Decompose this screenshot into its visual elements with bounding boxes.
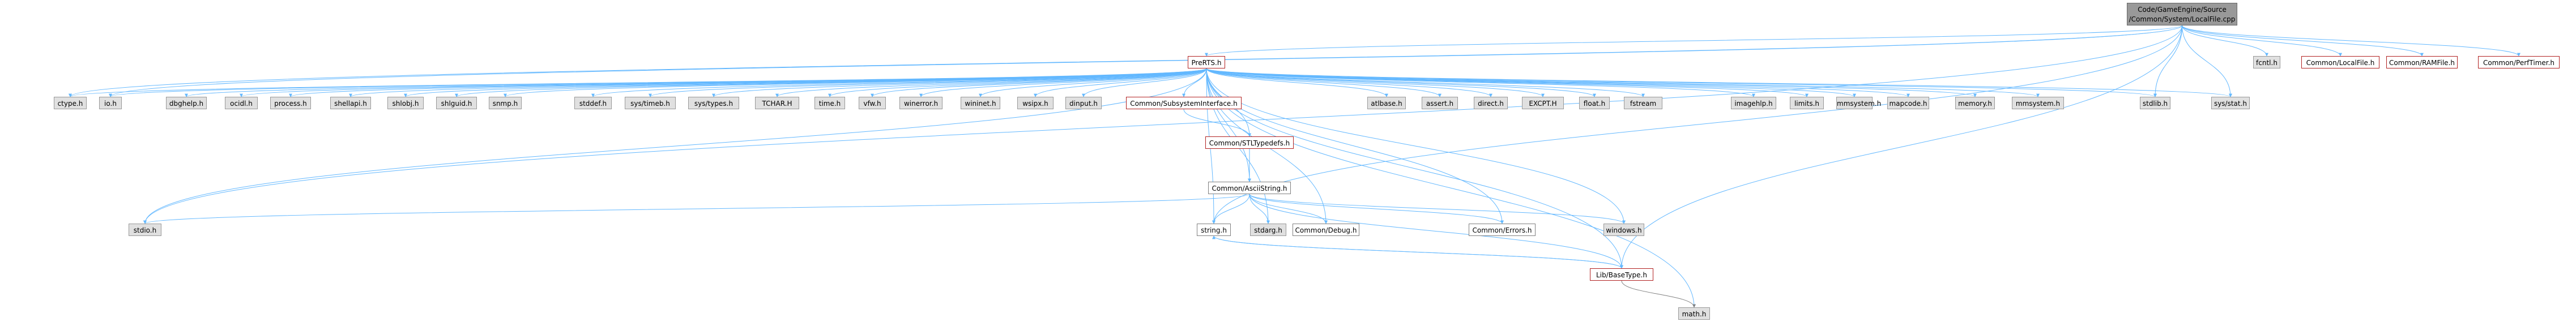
node-fcntl-h[interactable]: fcntl.h	[2253, 56, 2280, 68]
edge-prerts-h-to-atlbase-h	[1206, 68, 1388, 97]
edge-common-asciistring-h-to-lib-basetype-h	[1249, 194, 1623, 269]
node-memory-h[interactable]: memory.h	[1955, 97, 1995, 109]
edge-common-asciistring-h-to-string-h	[1212, 194, 1250, 224]
edge-string-h-to-lib-basetype-h	[1213, 235, 1623, 269]
edge-prerts-h-to-assert-h	[1206, 68, 1441, 97]
edge-common-asciistring-h-to-common-debug-h	[1249, 194, 1328, 224]
edge-prerts-h-to-mmsystem2-h	[1206, 68, 2040, 97]
edge-common-asciistring-h-to-stdarg-h	[1249, 194, 1270, 224]
edge-prerts-h-to-sys-stat-h	[1206, 68, 2232, 97]
edge-prerts-h-to-tchar-h	[775, 68, 1207, 97]
edge-common-subsysteminterface-h-to-common-stltypedefs-h	[1183, 109, 1251, 137]
node-snmp-h[interactable]: snmp.h	[489, 97, 522, 109]
node-common-ramfile-h[interactable]: Common/RAMFile.h	[2386, 56, 2458, 68]
node-shlguid-h[interactable]: shlguid.h	[436, 97, 477, 109]
edge-root-localfile-cpp-to-lib-basetype-h	[1620, 25, 2182, 269]
node-time-h[interactable]: time.h	[814, 97, 845, 109]
node-mmsystem2-h[interactable]: mmsystem.h	[2012, 97, 2064, 109]
edge-prerts-h-to-winerror-h	[919, 68, 1207, 97]
node-math-h[interactable]: math.h	[1678, 307, 1710, 320]
edge-prerts-h-to-shellapi-h	[349, 68, 1207, 97]
edge-prerts-h-to-shlobj-h	[404, 68, 1207, 97]
node-ocidl-h[interactable]: ocidl.h	[225, 97, 258, 109]
node-mapcode-h[interactable]: mapcode.h	[1887, 97, 1929, 109]
edge-prerts-h-to-sys-timeb-h	[649, 68, 1207, 97]
edge-prerts-h-to-wininet-h	[979, 68, 1207, 97]
edge-prerts-h-to-wsipx-h	[1034, 68, 1207, 97]
node-common-subsysteminterface-h[interactable]: Common/SubsystemInterface.h	[1126, 97, 1242, 109]
node-shlobj-h[interactable]: shlobj.h	[387, 97, 424, 109]
node-mmsystem-h[interactable]: mmsystem.h	[1836, 97, 1881, 109]
node-sys-stat-h[interactable]: sys/stat.h	[2211, 97, 2250, 109]
edge-prerts-h-to-vfw-h	[871, 68, 1207, 97]
node-limits-h[interactable]: limits.h	[1790, 97, 1824, 109]
node-wininet-h[interactable]: wininet.h	[961, 97, 1000, 109]
node-assert-h[interactable]: assert.h	[1422, 97, 1458, 109]
node-vfw-h[interactable]: vfw.h	[859, 97, 886, 109]
edge-prerts-h-to-mapcode-h	[1206, 68, 1910, 97]
edge-root-localfile-cpp-to-prerts-h	[1205, 25, 2182, 57]
node-dbghelp-h[interactable]: dbghelp.h	[166, 97, 207, 109]
edge-root-localfile-cpp-to-common-localfile-h	[2182, 25, 2342, 57]
edge-root-localfile-cpp-to-string-h	[1212, 25, 2182, 224]
node-stdio-h[interactable]: stdio.h	[129, 224, 161, 236]
edge-common-asciistring-h-to-windows-h	[1249, 194, 1626, 224]
node-tchar-h[interactable]: TCHAR.H	[755, 97, 799, 109]
edge-prerts-h-to-excpt-h	[1206, 68, 1545, 97]
node-stdlib-h[interactable]: stdlib.h	[2140, 97, 2170, 109]
edge-prerts-h-to-sys-types-h	[712, 68, 1207, 97]
node-sys-types-h[interactable]: sys/types.h	[688, 97, 739, 109]
node-atlbase-h[interactable]: atlbase.h	[1367, 97, 1406, 109]
edge-prerts-h-to-direct-h	[1206, 68, 1492, 97]
node-common-stltypedefs-h[interactable]: Common/STLTypedefs.h	[1205, 136, 1294, 149]
edge-prerts-h-to-snmp-h	[504, 68, 1207, 97]
node-ctype-h[interactable]: ctype.h	[54, 97, 87, 109]
edge-root-localfile-cpp-to-stdio-h	[143, 25, 2182, 224]
edge-prerts-h-to-dbghelp-h	[185, 68, 1207, 97]
node-winerror-h[interactable]: winerror.h	[899, 97, 942, 109]
node-direct-h[interactable]: direct.h	[1474, 97, 1508, 109]
node-sys-timeb-h[interactable]: sys/timeb.h	[625, 97, 676, 109]
edge-root-localfile-cpp-to-stdlib-h	[2153, 25, 2182, 97]
node-dinput-h[interactable]: dinput.h	[1065, 97, 1102, 109]
edge-prerts-h-to-math-h	[1206, 68, 1696, 308]
edge-common-asciistring-h-to-common-errors-h	[1249, 194, 1504, 224]
node-stddef-h[interactable]: stddef.h	[574, 97, 612, 109]
node-shellapi-h[interactable]: shellapi.h	[330, 97, 371, 109]
edge-root-localfile-cpp-to-io-h	[109, 25, 2182, 97]
edge-common-asciistring-h-to-stdio-h	[143, 194, 1250, 224]
edge-prerts-h-to-dinput-h	[1082, 68, 1207, 97]
node-common-debug-h[interactable]: Common/Debug.h	[1293, 224, 1359, 236]
root-label-line1: Code/GameEngine/Source	[2138, 6, 2227, 14]
node-common-asciistring-h[interactable]: Common/AsciiString.h	[1208, 182, 1291, 194]
node-io-h[interactable]: io.h	[99, 97, 122, 109]
node-lib-basetype-h[interactable]: Lib/BaseType.h	[1590, 268, 1653, 281]
node-stdarg-h[interactable]: stdarg.h	[1250, 224, 1286, 236]
node-process-h[interactable]: process.h	[270, 97, 311, 109]
edge-root-localfile-cpp-to-fcntl-h	[2182, 25, 2268, 57]
node-common-localfile-h[interactable]: Common/LocalFile.h	[2301, 56, 2379, 68]
node-imagehlp-h[interactable]: imagehlp.h	[1731, 97, 1776, 109]
node-fstream[interactable]: fstream	[1624, 97, 1662, 109]
edge-root-localfile-cpp-to-common-perftimer-h	[2182, 25, 2520, 57]
edge-root-localfile-cpp-to-common-ramfile-h	[2182, 25, 2424, 57]
node-float-h[interactable]: float.h	[1579, 97, 1610, 109]
node-wsipx-h[interactable]: wsipx.h	[1017, 97, 1054, 109]
node-excpt-h[interactable]: EXCPT.H	[1522, 97, 1564, 109]
node-common-errors-h[interactable]: Common/Errors.h	[1469, 224, 1536, 236]
node-string-h[interactable]: string.h	[1197, 224, 1231, 236]
edge-prerts-h-to-fstream	[1206, 68, 1645, 97]
edge-prerts-h-to-float-h	[1206, 68, 1596, 97]
edge-lib-basetype-h-to-math-h	[1621, 280, 1696, 308]
node-common-perftimer-h[interactable]: Common/PerfTimer.h	[2478, 56, 2560, 68]
root-label-line2: /Common/System/LocalFile.cpp	[2129, 15, 2236, 23]
edge-prerts-h-to-time-h	[828, 68, 1207, 97]
node-root-localfile-cpp[interactable]: Code/GameEngine/Source /Common/System/Lo…	[2127, 3, 2237, 25]
node-windows-h[interactable]: windows.h	[1603, 224, 1644, 236]
edge-root-localfile-cpp-to-sys-stat-h	[2182, 25, 2232, 97]
node-prerts-h[interactable]: PreRTS.h	[1188, 56, 1225, 68]
